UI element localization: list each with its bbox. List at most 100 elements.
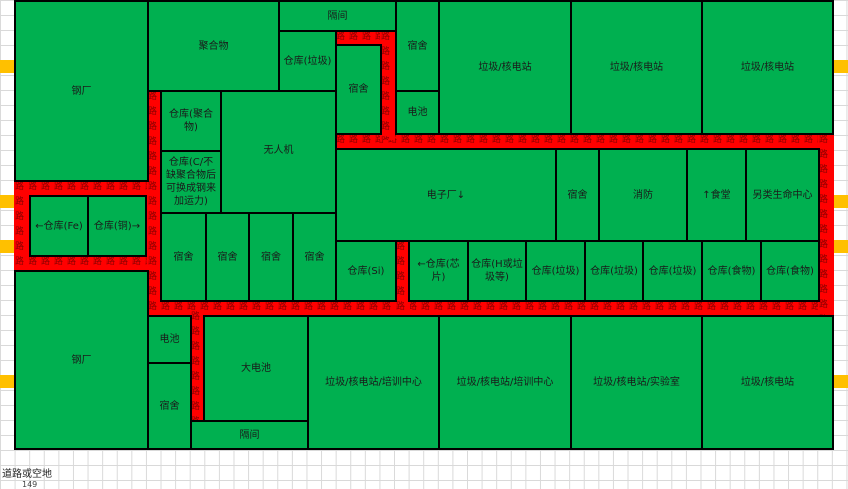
building-dorm-bottom[interactable]: 宿舍 — [147, 362, 192, 450]
building-warehouse-trash-1[interactable]: 仓库(垃圾) — [525, 240, 586, 302]
marker-right-1 — [834, 60, 848, 73]
road-glyph: 路 — [355, 302, 367, 312]
road-glyph: 路 — [803, 135, 815, 145]
road-glyph: 路 — [53, 182, 65, 192]
building-label: ←仓库(Fe) — [35, 220, 83, 232]
road-glyph: 路 — [628, 302, 640, 312]
road-glyph: 路 — [595, 135, 607, 145]
building-label: 宿舍 — [407, 40, 428, 52]
road-glyph: 路 — [199, 302, 211, 312]
road-glyph: 路 — [381, 302, 393, 312]
road-glyph: 路 — [212, 302, 224, 312]
building-warehouse-c[interactable]: 仓库(C/不缺聚合物后可换成钢来加运力) — [160, 150, 222, 214]
road-glyph: 路 — [647, 135, 659, 145]
road-glyph: 路 — [395, 302, 407, 310]
building-dorm-top-mid[interactable]: 宿舍 — [335, 44, 382, 135]
building-dorm-a[interactable]: 宿舍 — [160, 212, 207, 302]
marker-left-2 — [0, 195, 14, 208]
road-glyph: 路 — [27, 182, 39, 192]
road-glyph: 路 — [238, 302, 250, 312]
building-partition-bottom[interactable]: 隔间 — [190, 420, 309, 450]
building-label: 垃圾/核电站 — [609, 62, 664, 73]
road-horizontal-top[interactable]: 路路路路路路路路路路路路路路路路路路路路路路路路路路路路路路路路路路路路路路路路… — [335, 133, 834, 150]
building-electronics[interactable]: 电子厂↓ — [335, 148, 557, 242]
road-glyph: 路 — [118, 182, 130, 192]
building-label: ←仓库(芯片) — [417, 259, 460, 283]
road-glyph: 路 — [380, 77, 392, 87]
building-steel-bottom[interactable]: 钢厂 — [14, 270, 149, 450]
building-dorm-c[interactable]: 宿舍 — [248, 212, 294, 302]
road-glyph: 路 — [374, 135, 386, 145]
road-glyph: 路 — [395, 242, 407, 252]
building-nuclear-3[interactable]: 垃圾/核电站 — [701, 0, 834, 135]
building-label: 电池 — [407, 107, 428, 118]
building-dorm-e[interactable]: 宿舍 — [555, 148, 600, 242]
building-warehouse-trash-top[interactable]: 仓库(垃圾) — [278, 30, 337, 92]
road-glyph: 路 — [251, 302, 263, 312]
road-glyph: 路 — [478, 135, 490, 145]
road-glyph: 路 — [818, 195, 830, 205]
building-partition-top[interactable]: 隔间 — [278, 0, 397, 32]
building-dorm-top-right[interactable]: 宿舍 — [395, 0, 440, 92]
road-glyph: 路 — [413, 135, 425, 145]
road-glyph: 路 — [686, 135, 698, 145]
road-glyph: 路 — [810, 302, 822, 312]
road-glyph: 路 — [738, 135, 750, 145]
building-label: 仓库(C/不缺聚合物后可换成钢来加运力) — [166, 157, 216, 207]
building-battery-bottom[interactable]: 电池 — [147, 315, 192, 364]
building-nuclear-training-1[interactable]: 垃圾/核电站/培训中心 — [307, 315, 440, 450]
road-glyph: 路 — [105, 257, 117, 267]
road-glyph: 路 — [699, 135, 711, 145]
building-steel-top[interactable]: 钢厂 — [14, 0, 149, 182]
road-glyph: 路 — [147, 137, 159, 147]
road-glyph: 路 — [14, 182, 26, 192]
building-canteen[interactable]: ↑食堂 — [686, 148, 747, 242]
building-dorm-b[interactable]: 宿舍 — [205, 212, 250, 302]
road-glyph: 路 — [530, 135, 542, 145]
legend-count: 149 — [22, 480, 38, 489]
building-nuclear-2[interactable]: 垃圾/核电站 — [570, 0, 703, 135]
road-glyph: 路 — [602, 302, 614, 312]
road-glyph: 路 — [673, 135, 685, 145]
building-drone[interactable]: 无人机 — [220, 90, 337, 214]
building-polymer[interactable]: 聚合物 — [147, 0, 280, 92]
building-nuclear-lab[interactable]: 垃圾/核电站/实验室 — [570, 315, 703, 450]
building-warehouse-trash-3[interactable]: 仓库(垃圾) — [642, 240, 703, 302]
road-glyph: 路 — [14, 212, 26, 222]
building-warehouse-h[interactable]: 仓库(H或垃圾等) — [467, 240, 527, 302]
building-nuclear-1[interactable]: 垃圾/核电站 — [438, 0, 572, 135]
building-warehouse-food-2[interactable]: 仓库(食物) — [760, 240, 820, 302]
road-glyph: 路 — [589, 302, 601, 312]
road-horizontal-middle[interactable]: 路路路路路路路路路路路路路路路路路路路路路路路路路路路路路路路路路路路路路路路路… — [147, 300, 834, 317]
building-label: 垃圾/核电站 — [740, 62, 795, 73]
building-alt-life[interactable]: 另类生命中心 — [745, 148, 820, 242]
building-nuclear-4[interactable]: 垃圾/核电站 — [701, 315, 834, 450]
building-label: 仓库(H或垃圾等) — [471, 259, 523, 283]
building-nuclear-training-2[interactable]: 垃圾/核电站/培训中心 — [438, 315, 572, 450]
road-glyph: 路 — [348, 32, 360, 42]
building-dorm-d[interactable]: 宿舍 — [292, 212, 337, 302]
building-warehouse-polymer[interactable]: 仓库(聚合物) — [160, 90, 222, 152]
building-warehouse-trash-2[interactable]: 仓库(垃圾) — [584, 240, 644, 302]
building-warehouse-fe[interactable]: ←仓库(Fe) — [29, 195, 89, 257]
building-warehouse-si[interactable]: 仓库(Si) — [335, 240, 397, 302]
road-glyph: 路 — [608, 135, 620, 145]
road-glyph: 路 — [459, 302, 471, 312]
building-warehouse-cu[interactable]: 仓库(铜)→ — [87, 195, 147, 257]
road-glyph: 路 — [66, 182, 78, 192]
building-big-battery[interactable]: 大电池 — [203, 315, 309, 422]
building-warehouse-chip[interactable]: ←仓库(芯片) — [408, 240, 469, 302]
marker-right-4 — [834, 375, 848, 388]
road-glyph: 路 — [380, 122, 392, 132]
building-fire[interactable]: 消防 — [598, 148, 688, 242]
building-label: 仓库(垃圾) — [283, 55, 332, 67]
building-warehouse-food-1[interactable]: 仓库(食物) — [701, 240, 762, 302]
building-battery-top[interactable]: 电池 — [395, 90, 440, 135]
road-glyph: 路 — [190, 357, 202, 367]
